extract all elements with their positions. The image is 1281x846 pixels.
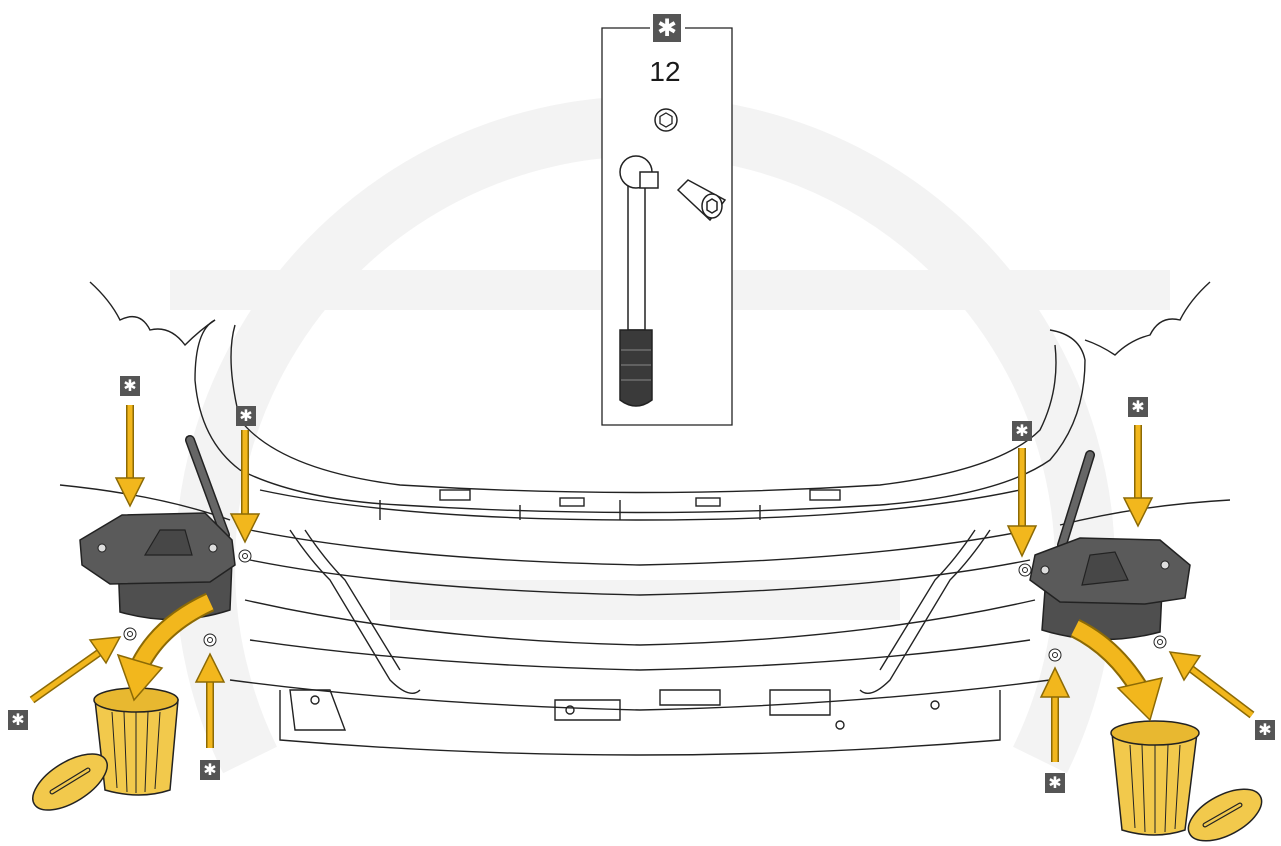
- arrow-down-right-nut: [1006, 448, 1038, 558]
- socket-icon: [676, 179, 727, 222]
- arrow-diag-right-nut: [1168, 651, 1255, 719]
- star-badge-right-side-nut: ✱: [1255, 720, 1275, 740]
- arrow-down-left-nut: [229, 430, 261, 544]
- arrow-down-right-component: [1122, 425, 1154, 528]
- car-front-outline: [59, 281, 1231, 756]
- socket-size-label: 12: [649, 56, 681, 87]
- arrow-up-left-lower-nut: [194, 652, 226, 748]
- curved-arrow-left-to-bin: [116, 592, 215, 702]
- ratchet-wrench-icon: [619, 155, 659, 407]
- star-badge-right-upper-nut: ✱: [1012, 421, 1032, 441]
- star-badge-left-component: ✱: [120, 376, 140, 396]
- star-badge-left-upper-nut: ✱: [236, 406, 256, 426]
- star-badge-right-lower-nut: ✱: [1045, 773, 1065, 793]
- star-badge-left-lower-nut: ✱: [200, 760, 220, 780]
- star-badge-left-side-nut: ✱: [8, 710, 28, 730]
- right-trash-bin-icon: [1110, 720, 1263, 842]
- hex-nut-icon: [654, 108, 678, 132]
- right-bracket-component: [1018, 450, 1191, 662]
- curved-arrow-right-to-bin: [1070, 619, 1164, 722]
- arrow-up-right-lower-nut: [1039, 666, 1071, 762]
- arrow-diag-left-nut: [29, 636, 122, 704]
- tool-star-badge: ✱: [653, 14, 681, 42]
- tool-panel: [601, 27, 733, 426]
- left-trash-bin-icon: [32, 687, 179, 811]
- arrows: [29, 405, 1255, 762]
- star-badge-right-component: ✱: [1128, 397, 1148, 417]
- arrow-down-left-component: [114, 405, 146, 508]
